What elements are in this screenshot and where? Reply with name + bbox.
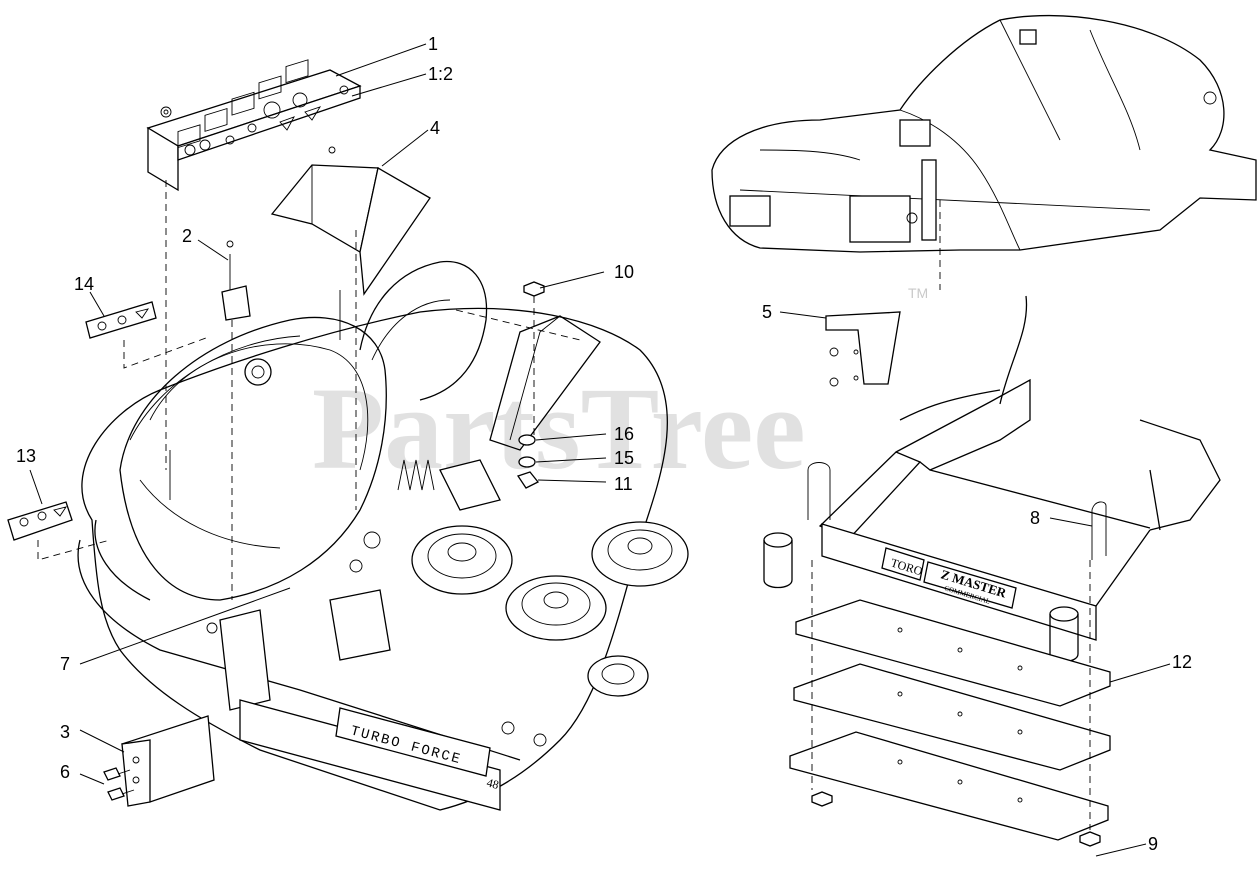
decal-14[interactable] (85, 301, 157, 339)
decal-control-panel[interactable] (146, 59, 362, 192)
callout-4[interactable]: 4 (430, 118, 440, 138)
nut-9[interactable] (811, 791, 1101, 847)
callout-10[interactable]: 10 (614, 262, 634, 282)
callout-2[interactable]: 2 (182, 226, 192, 246)
callout-1[interactable]: 1 (428, 34, 438, 54)
watermark: PartsTree TM (312, 285, 928, 494)
callout-5[interactable]: 5 (762, 302, 772, 322)
hardware-stack[interactable] (516, 281, 545, 489)
callout-labels: 1 1:2 2 3 4 5 6 7 8 9 10 11 12 13 14 15 … (16, 34, 1192, 854)
callout-1-2[interactable]: 1:2 (428, 64, 453, 84)
mower-deck (77, 260, 689, 811)
watermark-trademark: TM (908, 285, 928, 301)
deflector-part[interactable] (270, 146, 431, 296)
leader-lines (29, 43, 1171, 857)
callout-8[interactable]: 8 (1030, 508, 1040, 528)
callout-13[interactable]: 13 (16, 446, 36, 466)
callout-6[interactable]: 6 (60, 762, 70, 782)
deck-size-text: 48 (485, 775, 500, 792)
watermark-text: PartsTree (312, 363, 806, 494)
pulley-right (591, 521, 689, 587)
bracket-3[interactable] (121, 715, 215, 807)
callout-7[interactable]: 7 (60, 654, 70, 674)
callout-12[interactable]: 12 (1172, 652, 1192, 672)
bolt-6[interactable] (103, 767, 135, 801)
pulley-left (411, 525, 513, 595)
pulley-center (505, 575, 607, 641)
assembly-lines-left (37, 180, 581, 600)
decal-13[interactable] (7, 501, 73, 541)
callout-15[interactable]: 15 (614, 448, 634, 468)
weight-plates[interactable] (789, 560, 1111, 841)
callout-14[interactable]: 14 (74, 274, 94, 294)
clip-part[interactable] (221, 240, 251, 321)
seat-frame-assembly (711, 14, 1257, 253)
callout-16[interactable]: 16 (614, 424, 634, 444)
main-frame (763, 295, 1221, 663)
pulley-lower (587, 655, 649, 697)
callout-11[interactable]: 11 (614, 474, 633, 494)
callout-9[interactable]: 9 (1148, 834, 1158, 854)
callout-3[interactable]: 3 (60, 722, 70, 742)
bracket-5[interactable] (825, 200, 941, 387)
